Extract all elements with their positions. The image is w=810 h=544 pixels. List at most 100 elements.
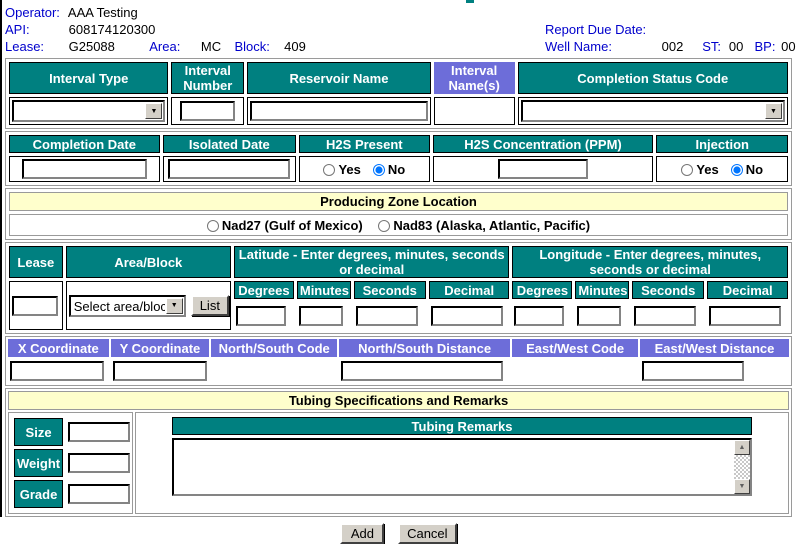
nad27-radio[interactable] xyxy=(206,219,219,232)
lease-label: Lease: xyxy=(5,39,45,54)
api-row: API: 608174120300 xyxy=(5,21,792,38)
bp-value: 00 xyxy=(781,39,796,54)
tubing-remarks-header: Tubing Remarks xyxy=(172,417,752,435)
grade-input[interactable] xyxy=(68,484,131,504)
isolated-date-header: Isolated Date xyxy=(162,135,297,153)
lon-degrees-input[interactable] xyxy=(514,306,565,326)
well-name-label: Well Name: xyxy=(545,39,612,54)
location-table: Lease Area/Block Latitude - Enter degree… xyxy=(5,242,792,334)
ew-distance-input[interactable] xyxy=(642,361,744,381)
coordinates-table: X Coordinate Y Coordinate North/South Co… xyxy=(5,336,792,386)
lat-seconds-input[interactable] xyxy=(355,306,418,326)
grade-label: Grade xyxy=(14,480,64,508)
lon-degrees-header: Degrees xyxy=(512,281,573,299)
lon-decimal-input[interactable] xyxy=(709,306,782,326)
lon-seconds-input[interactable] xyxy=(634,306,697,326)
ns-distance-header: North/South Distance xyxy=(339,339,511,357)
lat-decimal-header: Decimal xyxy=(428,281,510,299)
lat-seconds-header: Seconds xyxy=(353,281,426,299)
well-name-row: Well Name: 002 ST: 00 BP: 00 xyxy=(545,38,796,55)
page-title-sliver xyxy=(466,0,474,3)
operator-row: Operator: AAA Testing xyxy=(5,4,792,21)
dropdown-arrow-icon: ▼ xyxy=(165,297,183,314)
size-input[interactable] xyxy=(68,422,131,442)
injection-no-label: No xyxy=(745,161,764,177)
st-label: ST: xyxy=(702,39,722,54)
vertical-scrollbar[interactable]: ▲ ▼ xyxy=(734,440,750,494)
lat-decimal-input[interactable] xyxy=(430,306,503,326)
completion-status-select[interactable]: ▼ xyxy=(520,100,785,122)
ns-code-header: North/South Code xyxy=(211,339,338,357)
scroll-down-icon[interactable]: ▼ xyxy=(734,479,750,494)
h2s-yes-radio[interactable] xyxy=(323,163,336,176)
lease-input[interactable] xyxy=(12,295,58,316)
injection-no-radio[interactable] xyxy=(730,163,743,176)
ew-code-header: East/West Code xyxy=(512,339,638,357)
nad83-label: Nad83 (Alaska, Atlantic, Pacific) xyxy=(393,217,591,233)
nad27-label: Nad27 (Gulf of Mexico) xyxy=(221,217,363,233)
h2s-concentration-input[interactable] xyxy=(498,159,589,179)
tubing-specs-panel: Size Weight Grade xyxy=(8,412,133,514)
lon-decimal-header: Decimal xyxy=(707,281,788,299)
lease-value: G25088 xyxy=(68,39,115,54)
add-button[interactable]: Add xyxy=(340,523,385,544)
interval-type-header: Interval Type xyxy=(9,62,169,94)
report-due-date-label: Report Due Date: xyxy=(545,22,647,37)
lat-minutes-input[interactable] xyxy=(298,306,343,326)
completion-status-select-value xyxy=(523,102,764,120)
completion-date-header: Completion Date xyxy=(9,135,160,153)
reservoir-name-input[interactable] xyxy=(250,101,428,121)
list-button[interactable]: List xyxy=(190,295,229,316)
interval-number-header: Interval Number xyxy=(171,62,245,94)
interval-number-input[interactable] xyxy=(180,101,236,121)
tubing-remarks-textarea[interactable] xyxy=(174,440,734,494)
area-block-select-value: Select area/block xyxy=(73,298,165,314)
tubing-title: Tubing Specifications and Remarks xyxy=(8,391,789,410)
area-label: Area: xyxy=(149,39,181,54)
ns-distance-input[interactable] xyxy=(341,361,504,381)
page-left-border xyxy=(0,0,2,517)
injection-header: Injection xyxy=(656,135,788,153)
nad83-radio[interactable] xyxy=(378,219,391,232)
isolated-date-input[interactable] xyxy=(168,159,291,179)
weight-input[interactable] xyxy=(68,453,131,473)
cancel-button[interactable]: Cancel xyxy=(398,523,457,544)
interval-table: Interval Type Interval Number Reservoir … xyxy=(5,58,792,129)
lon-minutes-input[interactable] xyxy=(577,306,622,326)
lat-degrees-input[interactable] xyxy=(235,306,286,326)
ew-code-cell xyxy=(512,359,638,383)
completion-date-input[interactable] xyxy=(21,159,147,179)
reservoir-name-header: Reservoir Name xyxy=(247,62,431,94)
x-coordinate-input[interactable] xyxy=(10,361,104,381)
h2s-no-radio[interactable] xyxy=(372,163,385,176)
h2s-concentration-header: H2S Concentration (PPM) xyxy=(432,135,654,153)
tubing-table: Tubing Specifications and Remarks Size W… xyxy=(5,388,792,517)
area-block-select[interactable]: Select area/block ▼ xyxy=(68,294,186,317)
y-coordinate-input[interactable] xyxy=(112,361,207,381)
lon-minutes-header: Minutes xyxy=(575,281,630,299)
completion-table: Completion Date Isolated Date H2S Presen… xyxy=(5,131,792,186)
h2s-no-label: No xyxy=(387,161,406,177)
dropdown-arrow-icon: ▼ xyxy=(765,103,782,119)
injection-yes-radio[interactable] xyxy=(681,163,694,176)
x-coordinate-header: X Coordinate xyxy=(8,339,109,357)
interval-names-cell xyxy=(433,97,515,125)
producing-zone-title: Producing Zone Location xyxy=(9,192,788,211)
h2s-yes-label: Yes xyxy=(338,161,361,177)
well-info-right: Report Due Date: Well Name: 002 ST: 00 B… xyxy=(545,21,796,55)
tubing-specs-subtable: Size Weight Grade xyxy=(11,415,135,511)
api-label: API: xyxy=(5,22,30,37)
area-value: MC xyxy=(200,39,222,54)
dropdown-arrow-icon: ▼ xyxy=(145,103,163,119)
weight-label: Weight xyxy=(14,449,64,477)
longitude-header: Longitude - Enter degrees, minutes, seco… xyxy=(512,246,788,278)
lease-row: Lease: G25088 Area: MC Block: 409 xyxy=(5,38,792,55)
interval-type-select[interactable]: ▼ xyxy=(12,100,166,122)
completion-form: Operator: AAA Testing API: 608174120300 … xyxy=(5,0,796,544)
form-actions: Add Cancel xyxy=(5,523,792,544)
h2s-present-header: H2S Present xyxy=(299,135,430,153)
bp-label: BP: xyxy=(754,39,776,54)
y-coordinate-header: Y Coordinate xyxy=(110,339,210,357)
scroll-up-icon[interactable]: ▲ xyxy=(734,440,750,455)
scrollbar-track[interactable] xyxy=(734,455,750,479)
